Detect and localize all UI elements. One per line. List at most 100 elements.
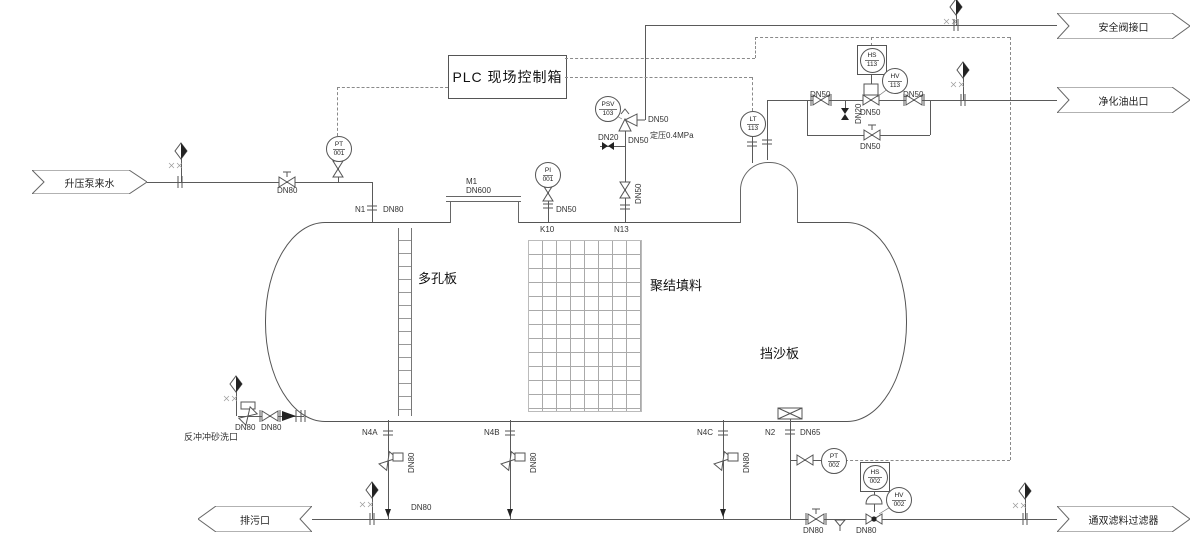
pipe-line bbox=[600, 146, 625, 147]
pipe-size-label: DN80 bbox=[529, 452, 538, 473]
pipe-line bbox=[337, 87, 448, 88]
pipe-line bbox=[963, 78, 964, 100]
pipe-size-label: DN65 bbox=[800, 428, 821, 437]
nozzle-label-n1: N1 bbox=[355, 205, 366, 214]
pipe-line bbox=[372, 182, 373, 222]
drain-outlet-connector: 排污口 bbox=[198, 506, 312, 532]
pipe-line bbox=[874, 489, 875, 512]
pipe-line bbox=[565, 58, 755, 59]
connector-label: 升压泵来水 bbox=[64, 178, 115, 190]
nozzle-label-n4b: N4B bbox=[484, 428, 500, 437]
manhole-size: DN600 bbox=[466, 186, 491, 195]
pipe-size-label: DN80 bbox=[411, 503, 432, 512]
safety-valve-connector: 安全阀接口 bbox=[1057, 13, 1190, 39]
pipe-line bbox=[337, 87, 338, 136]
connector-label: 安全阀接口 bbox=[1098, 22, 1149, 34]
manhole-m1 bbox=[450, 201, 519, 223]
instrument-number: 002 bbox=[869, 477, 881, 485]
perforated-plate bbox=[398, 228, 412, 416]
drain-ball-valve bbox=[500, 450, 526, 472]
pipe-line bbox=[388, 420, 389, 519]
internal-sand-baffle-label: 挡沙板 bbox=[760, 346, 800, 361]
pipe-line bbox=[147, 182, 372, 183]
instrument-tag: HV bbox=[888, 73, 902, 82]
pipe-line bbox=[807, 100, 808, 135]
oil-collection-chamber bbox=[740, 162, 798, 223]
pipe-line bbox=[645, 25, 646, 120]
pipe-size-label: DN80 bbox=[261, 423, 282, 432]
instrument-tag: PT bbox=[332, 141, 346, 150]
pipe-line bbox=[755, 37, 756, 58]
pipe-size-label: DN50 bbox=[810, 90, 831, 99]
pipe-line bbox=[752, 77, 753, 111]
drain-ball-valve bbox=[378, 450, 404, 472]
instrument-number: 113 bbox=[889, 81, 901, 89]
clean-oil-outlet-connector: 净化油出口 bbox=[1057, 87, 1190, 113]
control-valve-hv113 bbox=[862, 83, 880, 106]
pipe-size-label: DN50 bbox=[860, 108, 881, 117]
pipe-line bbox=[1025, 499, 1026, 519]
connector-label: 排污口 bbox=[240, 515, 270, 527]
blind-flag bbox=[223, 375, 243, 402]
coalescing-packing-grid bbox=[528, 240, 642, 412]
instrument-number: 001 bbox=[542, 175, 554, 183]
pipe-size-label: DN80 bbox=[383, 205, 404, 214]
pipe-line bbox=[338, 160, 339, 182]
pipe-line bbox=[755, 37, 1010, 38]
instrument-number: 113 bbox=[747, 124, 759, 132]
bypass-globe-valve-dn50 bbox=[863, 124, 881, 141]
plc-control-box: PLC 现场控制箱 bbox=[448, 55, 567, 99]
pipe-line bbox=[871, 70, 872, 84]
pipe-line bbox=[807, 135, 930, 136]
instrument-tag: PT bbox=[827, 453, 841, 462]
backwash-actuated-valve bbox=[237, 401, 259, 427]
nozzle-label-k10: K10 bbox=[540, 225, 555, 234]
pipe-size-label: DN50 bbox=[634, 183, 643, 204]
blind-flag bbox=[1012, 482, 1032, 509]
internal-perforated-plate-label: 多孔板 bbox=[418, 271, 458, 286]
pipe-size-label: DN50 bbox=[860, 142, 881, 151]
pipe-line bbox=[768, 100, 1057, 101]
nozzle-label-n4a: N4A bbox=[362, 428, 378, 437]
instrument-tag: PSV bbox=[599, 101, 617, 110]
pipe-line bbox=[752, 133, 753, 163]
pipe-line bbox=[312, 519, 1057, 520]
internal-coalescing-packing-label: 聚结填料 bbox=[650, 278, 703, 293]
pipe-size-label: DN80 bbox=[856, 526, 877, 535]
to-dual-media-filter-connector: 通双滤料过滤器 bbox=[1057, 506, 1190, 532]
pipe-size-label: DN80 bbox=[803, 526, 824, 535]
instrument-tag: HS bbox=[865, 52, 879, 61]
pipe-size-label: DN20 bbox=[598, 133, 619, 142]
blind-flag bbox=[950, 61, 970, 88]
blind-flag bbox=[943, 0, 963, 25]
drain-ball-valve bbox=[713, 450, 739, 472]
pipe-line bbox=[181, 159, 182, 182]
pipe-line bbox=[645, 25, 1057, 26]
pipe-line bbox=[767, 100, 768, 160]
drain-gate-valve-dn80 bbox=[805, 508, 827, 525]
pipe-line bbox=[956, 15, 957, 25]
connector-label: 通双滤料过滤器 bbox=[1088, 515, 1159, 527]
pipe-line bbox=[790, 460, 821, 461]
connector-label: 净化油出口 bbox=[1098, 96, 1149, 108]
instrument-tag: HS bbox=[868, 469, 882, 478]
set-pressure-note: 定压0.4MPa bbox=[650, 131, 694, 140]
instrument-number: 103 bbox=[602, 109, 614, 117]
pipe-size-label: DN80 bbox=[235, 423, 256, 432]
pipe-line bbox=[548, 186, 549, 222]
gate-valve-dn80 bbox=[278, 171, 296, 188]
pipe-size-label: DN50 bbox=[903, 90, 924, 99]
instrument-number: 002 bbox=[893, 500, 905, 508]
pipe-size-label: DN50 bbox=[556, 205, 577, 214]
pipe-line bbox=[723, 420, 724, 519]
